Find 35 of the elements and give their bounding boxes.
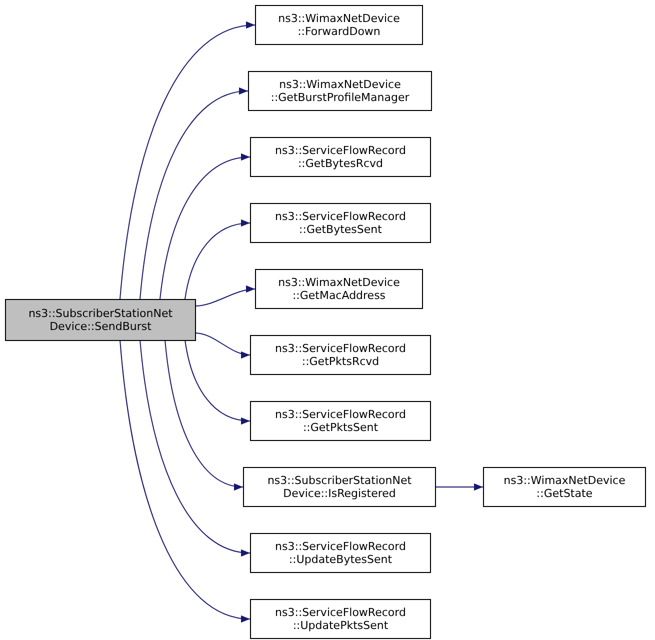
function-box <box>255 269 423 309</box>
call-arrow <box>120 22 256 300</box>
function-box <box>483 467 646 507</box>
call-arrow <box>436 483 484 491</box>
function-box <box>250 599 431 639</box>
call-arrow <box>194 286 256 306</box>
call-arrow <box>140 340 250 556</box>
function-box <box>250 533 431 573</box>
function-name: ns3::ServiceFlowRecord ::UpdateBytesSent <box>274 540 407 566</box>
function-name: ns3::WimaxNetDevice ::GetMacAddress <box>277 276 401 302</box>
function-name: ns3::SubscriberStationNet Device::IsRegistered <box>266 474 413 500</box>
function-name: ns3::ServiceFlowRecord ::GetBytesSent <box>274 210 407 236</box>
call-arrow <box>194 332 250 358</box>
call-arrow <box>184 220 250 300</box>
function-name: ns3::SubscriberStationNet Device::SendBurst <box>27 306 174 334</box>
function-name: ns3::ServiceFlowRecord ::UpdatePktsSent <box>274 606 407 632</box>
call-arrow <box>140 88 248 300</box>
call-arrow <box>164 340 244 490</box>
selected-function-box <box>5 299 196 341</box>
function-box <box>250 137 431 177</box>
function-name: ns3::ServiceFlowRecord ::GetPktsSent <box>274 408 407 434</box>
function-box <box>248 71 432 111</box>
function-box <box>255 5 423 45</box>
function-name: ns3::ServiceFlowRecord ::GetBytesRcvd <box>274 144 407 170</box>
function-name: ns3::ServiceFlowRecord ::GetPktsRcvd <box>274 342 407 368</box>
function-name: ns3::WimaxNetDevice ::ForwardDown <box>277 12 401 38</box>
function-name: ns3::WimaxNetDevice ::GetBurstProfileManager <box>270 78 410 104</box>
function-box <box>243 467 436 507</box>
call-arrow <box>120 340 250 622</box>
function-name: ns3::WimaxNetDevice ::GetState <box>502 474 626 500</box>
function-box <box>250 335 431 375</box>
function-box <box>250 401 431 441</box>
call-arrow <box>160 154 250 300</box>
function-box <box>250 203 431 243</box>
call-arrow <box>184 340 250 424</box>
